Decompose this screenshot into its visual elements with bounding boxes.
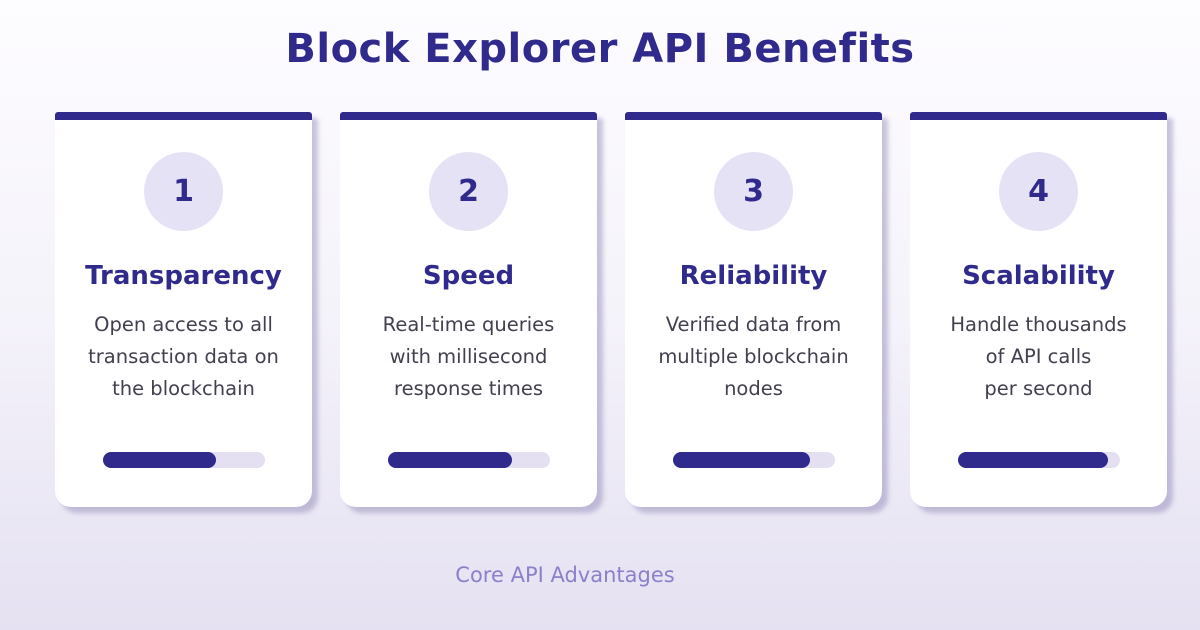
benefit-cards-row: 1 Transparency Open access to all transa… [55,112,1167,507]
step-number-badge: 3 [714,152,793,231]
card-title: Speed [422,261,515,291]
progress-bar-fill [102,452,216,468]
progress-bar-track [387,452,550,468]
card-description: Open access to all transaction data on t… [88,313,279,400]
card-transparency: 1 Transparency Open access to all transa… [55,112,312,507]
footer-caption: Core API Advantages [455,563,675,587]
step-number: 4 [1028,174,1049,209]
card-title: Transparency [85,261,282,291]
card-description: Verified data from multiple blockchain n… [658,313,849,400]
card-description: Real-time queries with millisecond respo… [382,313,555,400]
card-reliability: 3 Reliability Verified data from multipl… [625,112,882,507]
step-number: 2 [458,174,479,209]
progress-bar-fill [387,452,513,468]
page-title: Block Explorer API Benefits [285,26,915,72]
card-description: Handle thousands of API calls per second [950,313,1127,400]
step-number-badge: 1 [144,152,223,231]
step-number-badge: 2 [429,152,508,231]
step-number-badge: 4 [999,152,1078,231]
progress-bar-fill [672,452,811,468]
step-number: 1 [173,174,194,209]
step-number: 3 [743,174,764,209]
card-scalability: 4 Scalability Handle thousands of API ca… [910,112,1167,507]
progress-bar-fill [957,452,1109,468]
progress-bar-track [102,452,265,468]
progress-bar-track [672,452,835,468]
progress-bar-track [957,452,1120,468]
card-title: Scalability [962,261,1115,291]
card-speed: 2 Speed Real-time queries with milliseco… [340,112,597,507]
card-title: Reliability [679,261,828,291]
